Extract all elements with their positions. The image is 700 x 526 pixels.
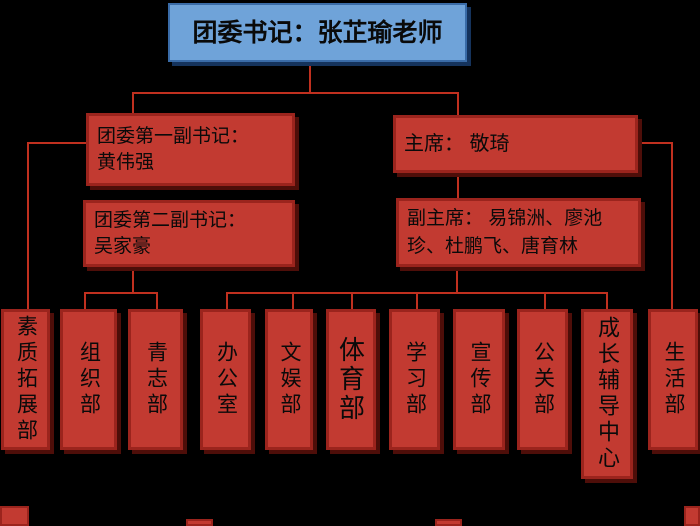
- connector-drop-deputy1: [132, 92, 134, 113]
- connector-drop-bangongshi: [226, 292, 228, 309]
- node-secretary-label: 团委书记：张芷瑜老师: [192, 18, 443, 47]
- node-first-deputy-secretary[interactable]: 团委第一副书记： 黄伟强: [86, 113, 295, 186]
- dept-label: 青志部: [144, 340, 168, 419]
- node-second-deputy-secretary[interactable]: 团委第二副书记： 吴家豪: [83, 200, 295, 267]
- dept-xuanchuan[interactable]: 宣传部: [453, 309, 505, 450]
- connector-drop-qingzhi: [156, 292, 158, 309]
- dept-bangongshi[interactable]: 办公室: [200, 309, 251, 450]
- connector-left-group-horizontal: [84, 292, 158, 294]
- node-secretary[interactable]: 团委书记：张芷瑜老师: [168, 3, 467, 62]
- cutoff-box-bottom-left: [0, 506, 29, 526]
- dept-wenyu[interactable]: 文娱部: [265, 309, 313, 450]
- dept-label: 素质拓展部: [14, 314, 38, 445]
- connector-right-long-vertical: [671, 142, 673, 309]
- dept-label: 宣传部: [468, 340, 491, 419]
- connector-drop-wenyu: [292, 292, 294, 309]
- connector-left-long-vertical: [27, 142, 29, 309]
- connector-drop-chengzhang: [606, 292, 608, 309]
- connector-drop-zuzhi: [84, 292, 86, 309]
- dept-gongguan[interactable]: 公关部: [517, 309, 568, 450]
- dept-label: 体育部: [335, 336, 366, 423]
- dept-zuzhi[interactable]: 组织部: [60, 309, 117, 450]
- dept-label: 办公室: [214, 340, 238, 419]
- dept-suzhi-tuozhan[interactable]: 素质拓展部: [1, 309, 50, 450]
- dept-label: 成长辅导中心: [595, 316, 620, 472]
- connector-top-horizontal: [132, 92, 459, 94]
- dept-label: 公关部: [531, 340, 555, 419]
- dept-shenghuo[interactable]: 生活部: [648, 309, 698, 450]
- cutoff-box-bottom-right: [684, 506, 700, 526]
- dept-xuexi[interactable]: 学习部: [389, 309, 440, 450]
- connector-deputy1-left: [27, 142, 86, 144]
- connector-chairman-right: [638, 142, 673, 144]
- connector-secretary-down: [309, 62, 311, 93]
- dept-label: 生活部: [662, 340, 685, 419]
- dept-chengzhang-fudao[interactable]: 成长辅导中心: [581, 309, 633, 479]
- node-vice-chairmen[interactable]: 副主席： 易锦洲、廖池 珍、杜鹏飞、唐育林: [396, 198, 641, 267]
- connector-drop-tiyu: [351, 292, 353, 309]
- connector-drop-gongguan: [544, 292, 546, 309]
- dept-label: 学习部: [403, 340, 427, 419]
- dept-label: 组织部: [77, 340, 101, 419]
- connector-drop-xuexi: [416, 292, 418, 309]
- cutoff-box-bottom-2: [435, 519, 462, 526]
- node-chairman[interactable]: 主席： 敬琦: [393, 115, 638, 173]
- connector-deputy2-down: [132, 267, 134, 294]
- dept-tiyu[interactable]: 体育部: [326, 309, 376, 450]
- connector-vicechairmen-down: [456, 267, 458, 294]
- cutoff-box-bottom-1: [186, 519, 213, 526]
- connector-chairman-vicechairmen: [457, 173, 459, 198]
- dept-label: 文娱部: [278, 340, 301, 419]
- connector-drop-chairman: [457, 92, 459, 115]
- dept-qingzhi[interactable]: 青志部: [128, 309, 183, 450]
